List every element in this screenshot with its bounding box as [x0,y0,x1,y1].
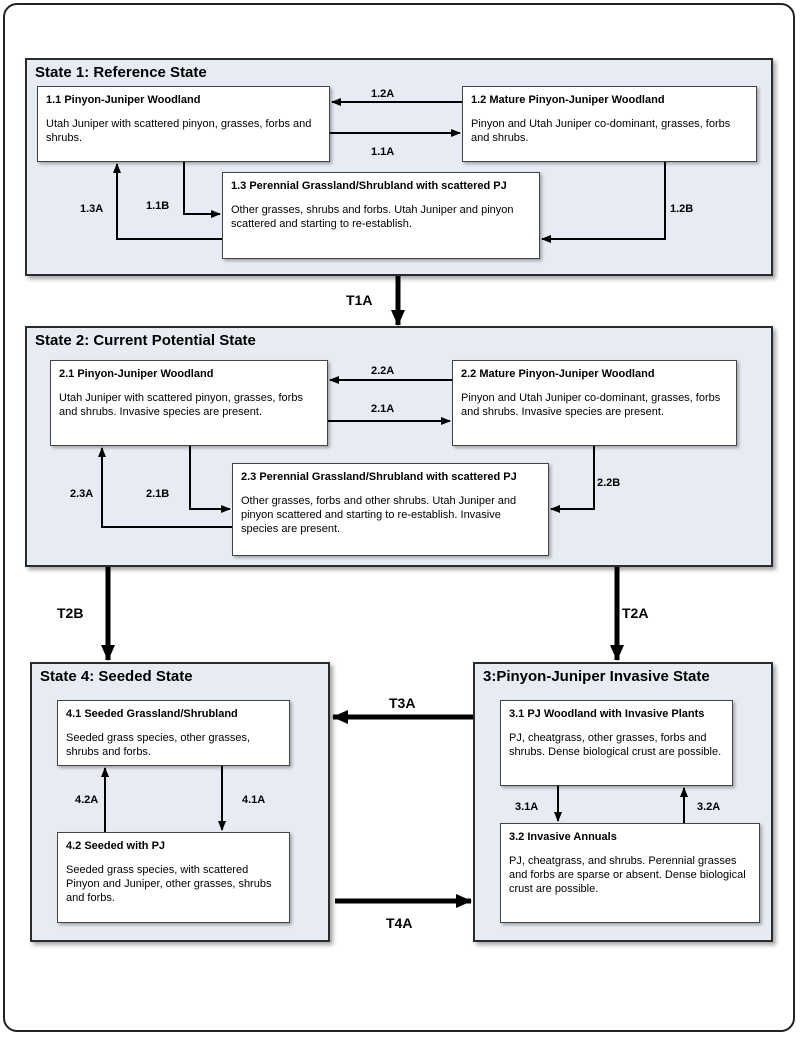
phase-2-1-description: Utah Juniper with scattered pinyon, gras… [59,392,303,418]
label-1-1A: 1.1A [371,146,394,158]
phase-1-3-description: Other grasses, shrubs and forbs. Utah Ju… [231,204,514,230]
phase-4-2-title: 4.2 Seeded with PJ [66,840,166,852]
phase-2-2-description: Pinyon and Utah Juniper co-dominant, gra… [461,392,721,418]
phase-1-3-box: 1.3 Perennial Grassland/Shrubland with s… [222,172,540,259]
arrow-2-2B [550,446,595,513]
label-3-2A: 3.2A [697,801,720,813]
phase-1-1-title: 1.1 Pinyon-Juniper Woodland [46,94,201,106]
label-2-1A: 2.1A [371,403,394,415]
phase-2-3-box: 2.3 Perennial Grassland/Shrubland with s… [232,463,549,556]
label-3-1A: 3.1A [515,801,538,813]
label-2-2A: 2.2A [371,365,394,377]
phase-4-2-box: 4.2 Seeded with PJ Seeded grass species,… [57,832,290,923]
state-1-title: State 1: Reference State [35,64,207,81]
label-T3A: T3A [389,695,415,711]
phase-3-1-box: 3.1 PJ Woodland with Invasive Plants PJ,… [500,700,733,786]
phase-3-1-title: 3.1 PJ Woodland with Invasive Plants [509,708,705,720]
phase-1-1-description: Utah Juniper with scattered pinyon, gras… [46,118,312,144]
label-1-2B: 1.2B [670,203,693,215]
arrow-1-2B [541,162,666,243]
phase-3-2-description: PJ, cheatgrass, and shrubs. Perennial gr… [509,855,746,895]
state-4-title: State 4: Seeded State [40,668,193,685]
label-2-2B: 2.2B [597,477,620,489]
label-T2A: T2A [622,605,648,621]
phase-4-2-description: Seeded grass species, with scattered Pin… [66,864,272,904]
phase-2-2-box: 2.2 Mature Pinyon-Juniper Woodland Pinyo… [452,360,737,446]
state-2-title: State 2: Current Potential State [35,332,256,349]
label-2-1B: 2.1B [146,488,169,500]
phase-3-2-title: 3.2 Invasive Annuals [509,831,617,843]
label-4-1A: 4.1A [242,794,265,806]
state-3-title: 3:Pinyon-Juniper Invasive State [483,668,710,685]
phase-3-2-box: 3.2 Invasive Annuals PJ, cheatgrass, and… [500,823,760,923]
phase-1-2-description: Pinyon and Utah Juniper co-dominant, gra… [471,118,731,144]
label-T4A: T4A [386,915,412,931]
phase-1-2-title: 1.2 Mature Pinyon-Juniper Woodland [471,94,665,106]
arrow-2-1B [189,446,231,513]
arrow-2-3A [98,447,232,528]
phase-2-1-box: 2.1 Pinyon-Juniper Woodland Utah Juniper… [50,360,328,446]
phase-2-1-title: 2.1 Pinyon-Juniper Woodland [59,368,214,380]
phase-4-1-box: 4.1 Seeded Grassland/Shrubland Seeded gr… [57,700,290,766]
phase-3-1-description: PJ, cheatgrass, other grasses, forbs and… [509,732,722,758]
phase-1-3-title: 1.3 Perennial Grassland/Shrubland with s… [231,180,507,192]
phase-2-2-title: 2.2 Mature Pinyon-Juniper Woodland [461,368,655,380]
phase-1-1-box: 1.1 Pinyon-Juniper Woodland Utah Juniper… [37,86,330,162]
label-T2B: T2B [57,605,83,621]
label-T1A: T1A [346,292,372,308]
label-1-3A: 1.3A [80,203,103,215]
phase-2-3-description: Other grasses, forbs and other shrubs. U… [241,495,517,535]
label-1-1B: 1.1B [146,200,169,212]
phase-4-1-description: Seeded grass species, other grasses, shr… [66,732,251,758]
phase-2-3-title: 2.3 Perennial Grassland/Shrubland with s… [241,471,517,483]
phase-4-1-title: 4.1 Seeded Grassland/Shrubland [66,708,238,720]
label-1-2A: 1.2A [371,88,394,100]
phase-1-2-box: 1.2 Mature Pinyon-Juniper Woodland Pinyo… [462,86,757,162]
label-2-3A: 2.3A [70,488,93,500]
arrow-1-3A [113,163,222,240]
label-4-2A: 4.2A [75,794,98,806]
arrow-1-1B [183,162,221,218]
